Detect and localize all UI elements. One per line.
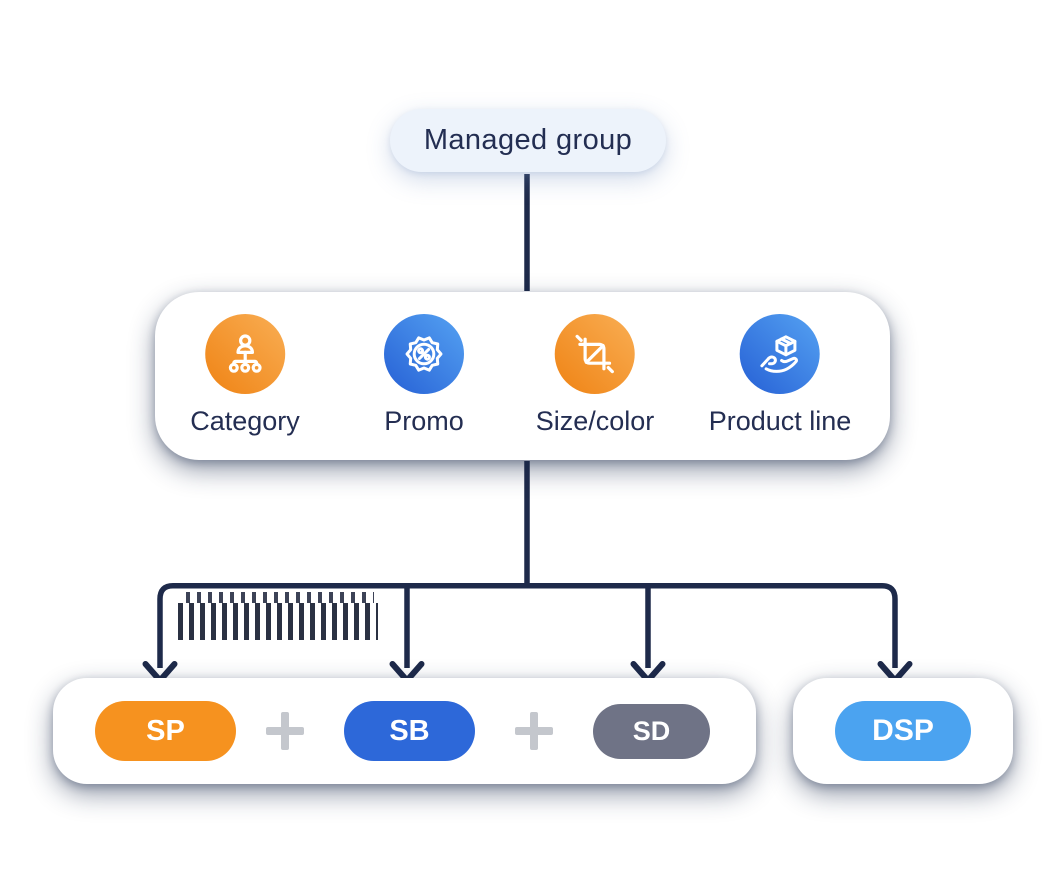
discount-badge-icon (405, 336, 443, 372)
promo-icon-circle (384, 314, 464, 394)
category-icon-circle (205, 314, 285, 394)
dsp-card: DSP (793, 678, 1013, 784)
product-line-icon-circle (740, 314, 820, 394)
managed-item-category: Category (190, 314, 300, 437)
org-chart-icon (228, 334, 262, 373)
plus-icon (266, 712, 304, 750)
hand-box-icon (760, 335, 799, 373)
managed-item-label: Promo (384, 406, 464, 436)
connector-branch-bracket (157, 583, 898, 668)
sd-pill-label: SD (632, 716, 671, 746)
render-artifact-dashes (186, 592, 374, 603)
managed-item-label: Product line (708, 406, 852, 436)
managed-item-promo: Promo (384, 314, 464, 437)
managed-item-label: Size/color (535, 406, 655, 436)
render-artifact-bars (178, 603, 378, 640)
root-node-managed-group: Managed group (390, 109, 666, 172)
sp-pill-label: SP (146, 714, 185, 747)
root-node-label: Managed group (423, 124, 633, 156)
managed-item-size-color: Size/color (535, 314, 655, 437)
crop-icon (575, 334, 615, 374)
dsp-pill-label: DSP (872, 714, 934, 747)
dsp-pill: DSP (835, 701, 971, 761)
managed-group-card: Category Promo (155, 292, 890, 460)
managed-item-product-line: Product line (708, 314, 852, 437)
sp-pill: SP (95, 701, 236, 761)
sponsored-ads-card: SP SB SD (53, 678, 756, 784)
managed-item-label: Category (190, 406, 300, 436)
sd-pill: SD (593, 704, 710, 759)
sb-pill-label: SB (389, 714, 430, 747)
plus-icon (515, 712, 553, 750)
size-color-icon-circle (554, 314, 635, 394)
sb-pill: SB (344, 701, 475, 761)
